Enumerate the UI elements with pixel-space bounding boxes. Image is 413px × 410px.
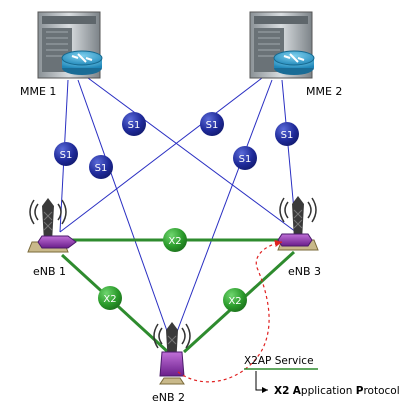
- mme2-server-icon: [249, 11, 315, 79]
- s1-badge: S1: [200, 112, 224, 136]
- enb1-tower-icon: [27, 198, 77, 253]
- x2-links: [60, 238, 296, 354]
- x2-badge: X2: [163, 228, 187, 252]
- svg-text:S1: S1: [239, 154, 252, 165]
- svg-text:S1: S1: [95, 163, 108, 174]
- s1-links: [59, 77, 297, 346]
- s1-link-mme2-enb2: [171, 79, 273, 346]
- mme1-label: MME 1: [20, 85, 56, 98]
- x2ap-dashed-arrow: [177, 239, 283, 383]
- x2ap-pointer-arrow: [255, 371, 268, 393]
- x2-badge: X2: [223, 288, 247, 312]
- s1-link-mme2-enb1: [59, 77, 263, 233]
- enb1-label: eNB 1: [33, 265, 66, 278]
- svg-text:X2: X2: [168, 236, 181, 247]
- x2ap-protocol-label: X2 Application Protocol: [274, 385, 400, 397]
- s1-badge: S1: [89, 155, 113, 179]
- s1-badge: S1: [275, 122, 299, 146]
- svg-text:S1: S1: [206, 120, 219, 131]
- enb3-label: eNB 3: [288, 265, 321, 278]
- enb2-tower-icon: [153, 322, 191, 385]
- s1-link-mme1-enb3: [87, 77, 297, 233]
- x2ap-service-label: X2AP Service: [244, 355, 314, 367]
- s1-badge: S1: [233, 146, 257, 170]
- s1-badge: S1: [54, 142, 78, 166]
- enb3-tower-icon: [277, 196, 319, 251]
- s1-link-mme1-enb2: [77, 79, 173, 346]
- svg-text:S1: S1: [60, 150, 73, 161]
- s1-badge: S1: [122, 112, 146, 136]
- enb2-label: eNB 2: [152, 391, 185, 404]
- x2-badge: X2: [98, 286, 122, 310]
- svg-text:S1: S1: [281, 130, 294, 141]
- mme2-label: MME 2: [306, 85, 342, 98]
- svg-text:X2: X2: [103, 294, 116, 305]
- svg-text:X2: X2: [228, 296, 241, 307]
- mme1-server-icon: [37, 11, 103, 79]
- svg-text:S1: S1: [128, 120, 141, 131]
